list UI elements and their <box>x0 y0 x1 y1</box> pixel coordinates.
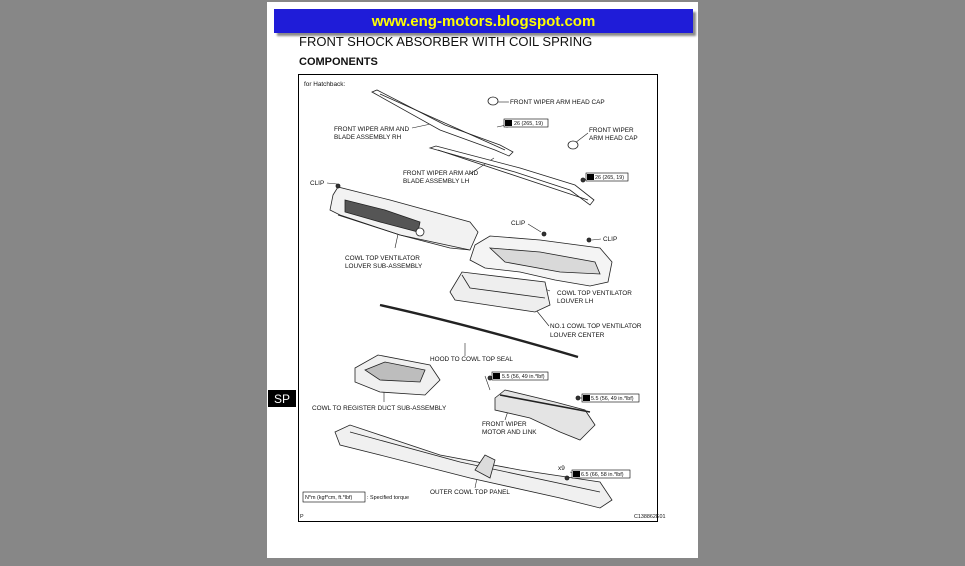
side-tab: SP <box>268 390 296 407</box>
label-arm-lh-2: BLADE ASSEMBLY LH <box>403 178 470 185</box>
torque-legend: N*m (kgf*cm, ft.*lbf) : Specified torque <box>302 491 409 503</box>
label-head-cap-2b: ARM HEAD CAP <box>589 135 638 142</box>
label-louver-lh-1: COWL TOP VENTILATOR <box>557 290 632 297</box>
torque-1: 26 (265, 19) <box>514 121 543 127</box>
label-clip-1: CLIP <box>310 180 324 187</box>
label-louver-sub-2: LOUVER SUB-ASSEMBLY <box>345 263 423 270</box>
label-arm-lh-1: FRONT WIPER ARM AND <box>403 170 479 177</box>
variant-label: for Hatchback: <box>304 81 345 88</box>
torque-specs: 26 (265, 19) 26 (265, 19) 5.5 (56, 49 in… <box>491 118 640 479</box>
outer-cowl-panel-icon <box>334 424 613 509</box>
label-duct: COWL TO REGISTER DUCT SUB-ASSEMBLY <box>312 405 447 412</box>
cowl-side-panel-icon <box>469 231 613 287</box>
register-duct-icon <box>354 354 441 396</box>
legend-text: : Specified torque <box>367 495 409 501</box>
label-louver-center-1: NO.1 COWL TOP VENTILATOR <box>550 323 642 330</box>
cowl-louver-lh-icon <box>449 271 551 313</box>
torque-5: 6.5 (66, 58 in.*lbf) <box>581 472 624 478</box>
diagram-frame <box>298 74 658 522</box>
banner-text[interactable]: www.eng-motors.blogspot.com <box>371 12 596 30</box>
label-head-cap-1: FRONT WIPER ARM HEAD CAP <box>510 99 605 106</box>
torque-3: 5.5 (56, 49 in.*lbf) <box>502 374 545 380</box>
wiper-head-cap-icon <box>567 140 579 150</box>
wiper-motor-link-icon <box>487 375 596 441</box>
hood-seal-icon <box>379 303 579 359</box>
label-clip-2: CLIP <box>511 220 525 227</box>
label-louver-lh-2: LOUVER LH <box>557 298 594 305</box>
part-labels: for Hatchback: FRONT WIPER ARM HEAD CAP … <box>304 81 642 496</box>
wiper-head-cap-icon <box>487 96 499 106</box>
label-outer-panel: OUTER COWL TOP PANEL <box>430 489 510 496</box>
label-hood-seal: HOOD TO COWL TOP SEAL <box>430 356 513 363</box>
corner-marker: P <box>300 514 304 520</box>
legend-unit: N*m (kgf*cm, ft.*lbf) <box>305 495 353 501</box>
page-title: FRONT SHOCK ABSORBER WITH COIL SPRING <box>299 34 593 49</box>
torque-4: 5.5 (56, 49 in.*lbf) <box>591 396 634 402</box>
label-head-cap-2a: FRONT WIPER <box>589 127 634 134</box>
section-heading: COMPONENTS <box>299 56 378 68</box>
label-louver-sub-1: COWL TOP VENTILATOR <box>345 255 420 262</box>
label-arm-rh-2: BLADE ASSEMBLY RH <box>334 134 402 141</box>
label-arm-rh-1: FRONT WIPER ARM AND <box>334 126 410 133</box>
cowl-louver-assembly-icon <box>329 183 479 251</box>
wiper-arm-lh-icon <box>428 145 595 206</box>
label-quantity: x9 <box>558 465 565 472</box>
label-louver-center-2: LOUVER CENTER <box>550 332 605 339</box>
torque-2: 26 (265, 19) <box>595 175 624 181</box>
site-banner[interactable]: www.eng-motors.blogspot.com <box>274 9 693 33</box>
label-clip-3: CLIP <box>603 236 617 243</box>
figure-code: C138862E01 <box>634 514 665 520</box>
label-motor-2: MOTOR AND LINK <box>482 429 537 436</box>
label-motor-1: FRONT WIPER <box>482 421 527 428</box>
